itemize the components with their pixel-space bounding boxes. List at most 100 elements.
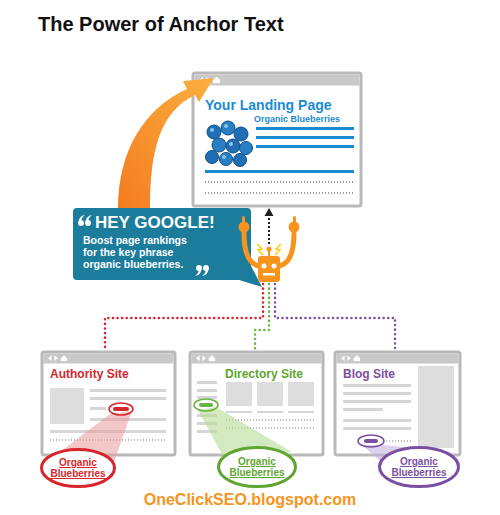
blog-window-part xyxy=(386,440,411,442)
directory-window-part xyxy=(257,382,283,406)
blog-window-part xyxy=(343,427,411,430)
dotted-links-part xyxy=(255,284,269,350)
robot xyxy=(239,216,300,282)
landing-window-part xyxy=(205,170,354,173)
directory-site: Directory Site xyxy=(190,352,323,455)
link-ellipse-outline xyxy=(42,450,115,487)
footer-url: OneClickSEO.blogspot.com xyxy=(20,490,480,509)
landing-window-part xyxy=(256,136,354,139)
robot-part xyxy=(263,273,275,276)
robot-part xyxy=(279,233,294,266)
blueberries-part xyxy=(234,127,248,141)
authority-window xyxy=(42,352,175,464)
directory-window-part xyxy=(226,419,314,421)
dotted-links-part xyxy=(275,284,395,350)
dashed-arrow xyxy=(265,208,274,244)
landing-window-part xyxy=(256,127,354,130)
node-heading: HEY GOOGLE! xyxy=(95,213,245,233)
blueberries-part xyxy=(206,151,219,164)
authority-window-part xyxy=(109,403,133,415)
blog-window-part xyxy=(343,408,383,411)
directory-window-part xyxy=(226,382,252,406)
blueberries-part xyxy=(210,128,214,132)
callout-bubble: HEY GOOGLE!Boost page rankings for the k… xyxy=(73,208,251,280)
node-heading: Blog Site xyxy=(343,367,423,381)
landing-window-part xyxy=(195,75,360,86)
authority-site: Authority Site xyxy=(42,352,175,455)
blog-window-part xyxy=(343,400,411,403)
speech-bubble-part-part xyxy=(79,215,86,222)
boost-arrow xyxy=(118,78,214,209)
authority-window-part xyxy=(113,407,129,411)
speech-bubble-part-part xyxy=(86,215,93,222)
speech-bubble-part xyxy=(73,208,251,280)
blueberries-part xyxy=(226,139,240,153)
directory-window-part xyxy=(288,411,314,413)
blueberries-part xyxy=(229,142,233,146)
directory-window-part xyxy=(199,403,213,407)
landing-window-part xyxy=(193,73,361,206)
anchor-link-bubble: Organic Blueberries xyxy=(40,448,116,488)
blueberries-part xyxy=(234,154,247,167)
anchor-link-bubble: Organic Blueberries xyxy=(378,446,460,488)
link-ellipse-outline xyxy=(380,448,459,487)
robot-part xyxy=(244,233,259,266)
anchor-link-bubble: Organic Blueberries xyxy=(217,446,297,488)
directory-window-part xyxy=(257,411,283,413)
blog-window-part xyxy=(364,439,378,443)
blueberries-part xyxy=(240,142,253,155)
blog-window-part xyxy=(337,354,459,364)
blueberries-part xyxy=(224,124,228,128)
blog-window-part xyxy=(343,419,411,422)
node-heading: Organic Blueberries xyxy=(44,457,112,479)
speech-bubble-part-part xyxy=(195,269,202,276)
authority-window-part xyxy=(90,389,166,392)
landing-window-part xyxy=(205,181,354,183)
directory-window-part xyxy=(197,381,217,384)
directory-window-part xyxy=(288,382,314,406)
robot-part xyxy=(275,244,281,255)
directory-window-part xyxy=(194,399,218,411)
landing-page: Your Landing PageOrganic Blueberries xyxy=(193,73,361,206)
blueberries-part xyxy=(220,153,233,166)
robot-part xyxy=(272,264,277,269)
link-ellipse-outline xyxy=(219,448,296,487)
robot-part xyxy=(267,247,272,252)
landing-window-part xyxy=(205,192,354,194)
dashed-arrow-part xyxy=(265,208,274,216)
robot-part xyxy=(293,216,296,224)
blueberries-part xyxy=(212,138,226,152)
node-heading: Organic Blueberries xyxy=(221,456,293,478)
blueberries-part xyxy=(221,121,235,135)
speech-bubble-part-part xyxy=(202,269,209,276)
diagram-title: The Power of Anchor Text xyxy=(38,12,478,36)
landing-window-part xyxy=(256,145,354,148)
authority-window-part xyxy=(48,355,67,361)
dotted-links xyxy=(105,284,395,350)
authority-window-part xyxy=(50,388,84,424)
robot-part xyxy=(242,216,245,224)
blog-window-part xyxy=(341,355,360,361)
blog-window-part xyxy=(418,366,454,448)
authority-window-part xyxy=(90,407,106,410)
node-heading: Your Landing Page xyxy=(205,97,357,114)
node-text: Boost page rankings for the key phrase o… xyxy=(83,234,203,270)
landing-window xyxy=(193,73,361,206)
robot-part xyxy=(257,244,263,255)
dotted-links-part xyxy=(105,284,263,350)
directory-window-part xyxy=(196,355,215,361)
blueberries-part xyxy=(207,125,221,139)
blog-site: Blog Site xyxy=(335,352,460,455)
node-heading: Authority Site xyxy=(50,367,170,381)
blueberries-part xyxy=(222,155,226,159)
speech-bubble xyxy=(73,208,262,287)
node-heading: Organic Blueberries xyxy=(382,456,456,478)
directory-window-part xyxy=(192,354,322,364)
authority-window-part xyxy=(90,397,166,400)
blog-window-part xyxy=(335,352,460,455)
directory-window xyxy=(190,352,323,458)
blueberries xyxy=(206,121,253,167)
authority-window-part xyxy=(44,354,174,364)
